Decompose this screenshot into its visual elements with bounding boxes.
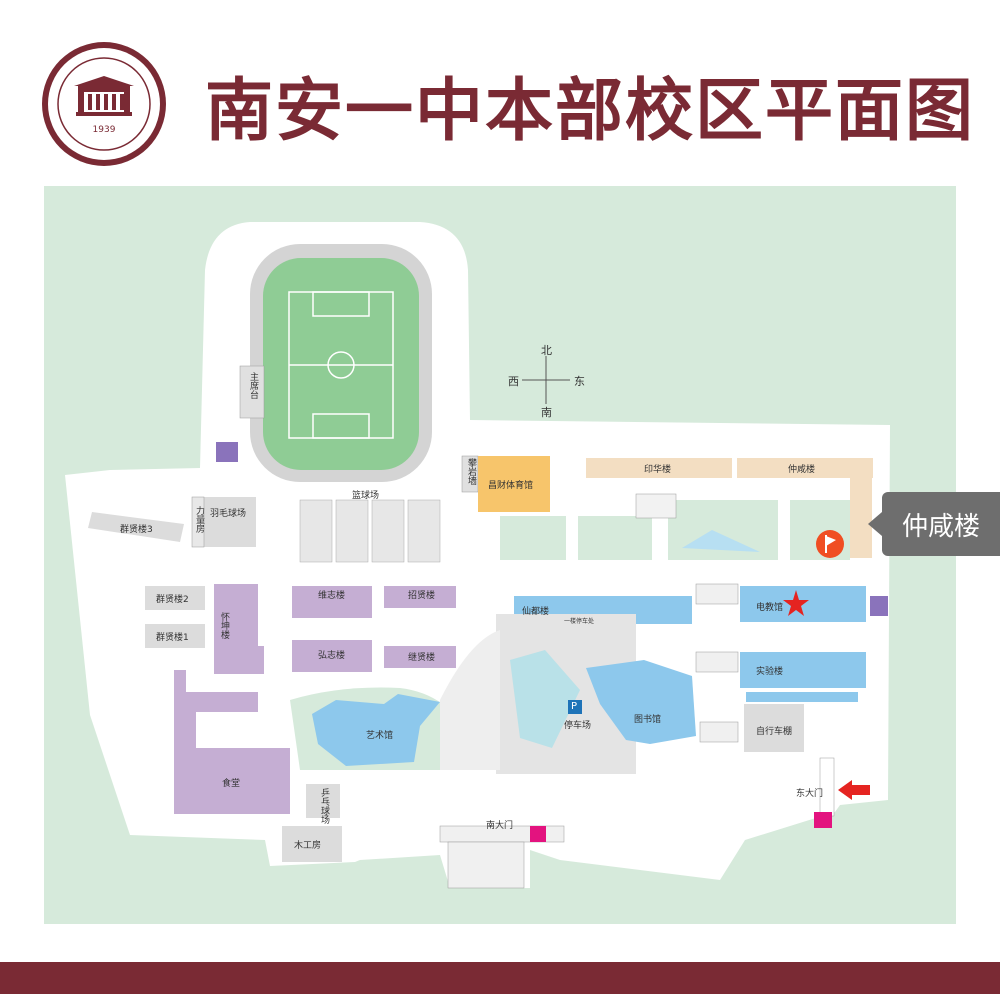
dianjiao-label: 电教馆	[756, 603, 784, 613]
art-hall	[312, 694, 440, 766]
canteen-label: 食堂	[222, 779, 241, 789]
bike-label: 自行车棚	[756, 727, 793, 737]
qunxian1-label: 群贤楼1	[156, 633, 189, 643]
bottom-bar	[0, 962, 1000, 994]
badminton-hall	[196, 497, 256, 547]
gym-label: 昌财体育馆	[488, 481, 534, 491]
yinhua-label: 印华楼	[644, 465, 672, 475]
compass-north: 北	[541, 344, 552, 357]
shiyan-building	[740, 652, 866, 688]
jixian-label: 继贤楼	[408, 653, 436, 663]
woodshop-label: 木工房	[294, 841, 322, 851]
parking-label: 停车场	[564, 721, 592, 731]
canteen	[174, 670, 290, 814]
yinhua-building	[586, 458, 732, 478]
rock-climbing-label: 攀岩墙	[466, 458, 476, 485]
zhongxian-callout[interactable]: 仲咸楼	[882, 492, 1000, 556]
zhongxian-building	[737, 458, 873, 478]
entrance-arrow	[838, 780, 870, 800]
parking-p: P	[571, 701, 578, 712]
qunxian2-label: 群贤楼2	[156, 595, 189, 605]
library	[586, 660, 696, 744]
star-marker	[783, 590, 809, 616]
basketball-label: 篮球场	[352, 491, 380, 501]
basketball-courts	[299, 499, 441, 563]
xiandu-label: 仙都楼	[522, 607, 550, 617]
logo-year: 1939	[93, 125, 116, 135]
football-pitch	[263, 258, 419, 470]
shiyan-label: 实验楼	[756, 667, 784, 677]
location-marker-icon	[816, 530, 844, 558]
south-gate-label: 南大门	[486, 821, 514, 831]
qunxian3-label: 群贤楼3	[120, 525, 153, 535]
zhaoxian-label: 招贤楼	[408, 591, 436, 601]
tribune-label: 主席台	[248, 372, 258, 399]
zhongxian-label: 仲咸楼	[788, 465, 816, 475]
pingpong-label: 乒乓球场	[319, 788, 329, 824]
page-title: 南安一中本部校区平面图	[205, 72, 976, 151]
east-gate-label: 东大门	[796, 789, 824, 799]
bike-shed	[744, 704, 804, 752]
library-label: 图书馆	[634, 715, 662, 725]
parking-icon	[568, 700, 582, 714]
toilet-icon-west	[216, 442, 238, 462]
art-label: 艺术馆	[366, 731, 394, 741]
weizhi-label: 维志楼	[318, 591, 346, 601]
compass-south: 南	[541, 406, 552, 419]
callout-pointer	[868, 512, 882, 536]
hongzhi-label: 弘志楼	[318, 651, 346, 661]
badminton-label: 羽毛球场	[210, 509, 247, 519]
east-gate-icon	[814, 812, 832, 828]
south-gate-icon	[530, 826, 546, 842]
compass-west: 西	[508, 375, 519, 388]
school-logo: 1939	[42, 42, 166, 166]
toilet-icon-east	[870, 596, 888, 616]
huaikun-building	[214, 584, 264, 674]
gym-building	[478, 456, 550, 512]
compass-east: 东	[574, 375, 585, 388]
huaikun-label: 怀坤楼	[219, 612, 229, 639]
lobby-label: 一楼停车处	[564, 618, 595, 625]
weight-room-label: 力量房	[194, 506, 204, 533]
